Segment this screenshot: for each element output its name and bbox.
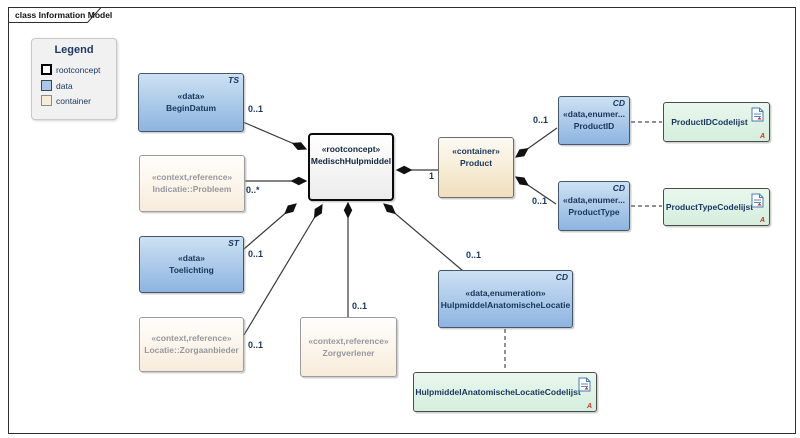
class-productid[interactable]: CD «data,enumer... ProductID (558, 96, 630, 145)
stereotype: «rootconcept» (321, 144, 381, 154)
type-badge: CD (555, 272, 568, 282)
codelist-name: HulpmiddelAnatomischeLocatieCodelijst (415, 387, 581, 397)
class-indicatie-probleem[interactable]: «context,reference» Indicatie::Probleem (139, 155, 245, 212)
stereotype: «data» (177, 91, 205, 101)
stereotype: «data» (178, 253, 205, 263)
class-name: MedischHulpmiddel (310, 156, 392, 166)
data-swatch-icon (41, 80, 52, 91)
multiplicity-label: 0..1 (532, 196, 548, 206)
multiplicity-label: 1 (429, 171, 435, 181)
multiplicity-label: 0..1 (466, 250, 482, 260)
legend-title: Legend (54, 44, 94, 56)
class-name: HulpmiddelAnatomischeLocatie (440, 299, 571, 310)
connector-producttype[interactable] (515, 176, 557, 205)
class-name: ProductType (568, 206, 620, 217)
class-producttype[interactable]: CD «data,enumer... ProductType (558, 181, 630, 231)
multiplicity-label: 0..1 (248, 104, 264, 114)
legend: Legend rootconcept data container (31, 38, 117, 120)
codelist-name: ProductTypeCodelijst (665, 202, 754, 212)
codelist-productid[interactable]: ProductIDCodelijst A (663, 102, 770, 142)
type-badge: CD (612, 183, 625, 193)
connector-begindatum[interactable] (242, 121, 308, 151)
stereotype: «data,enumeration» (465, 287, 546, 298)
connector-toelichting[interactable] (243, 203, 297, 250)
connector-hulpmiddelanatomischelocatie[interactable] (383, 203, 464, 272)
legend-item-data: data (41, 80, 73, 91)
type-badge: ST (228, 238, 239, 248)
class-name: BeginDatum (165, 103, 217, 113)
class-locatie-zorgaanbieder[interactable]: «context,reference» Locatie::Zorgaanbied… (139, 317, 244, 372)
stereotype: «context,reference» (151, 333, 232, 343)
document-icon (751, 193, 764, 208)
multiplicity-label: 0..1 (352, 301, 368, 311)
class-begindatum[interactable]: TS «data» BeginDatum (138, 73, 244, 132)
codelist-producttype[interactable]: ProductTypeCodelijst A (663, 188, 770, 226)
container-swatch-icon (41, 95, 52, 106)
artifact-marker: A (586, 403, 592, 410)
codelist-hulpmiddelanatomischelocatie[interactable]: HulpmiddelAnatomischeLocatieCodelijst A (413, 372, 597, 412)
legend-item-label: data (56, 80, 73, 91)
artifact-marker: A (759, 133, 765, 140)
stereotype: «context,reference» (151, 172, 233, 182)
artifact-marker: A (759, 217, 765, 224)
class-toelichting[interactable]: ST «data» Toelichting (139, 236, 244, 293)
document-icon (751, 107, 764, 122)
document-icon (578, 377, 591, 392)
class-name: ProductID (573, 121, 615, 131)
class-medischhulpmiddel[interactable]: «rootconcept» MedischHulpmiddel (308, 133, 394, 201)
codelist-name: ProductIDCodelijst (671, 117, 748, 127)
stereotype: «context,reference» (308, 335, 389, 346)
multiplicity-label: 0..1 (248, 340, 264, 350)
legend-item-rootconcept: rootconcept (41, 64, 100, 75)
multiplicity-label: 0..1 (533, 115, 549, 125)
legend-item-label: container (56, 95, 91, 106)
class-name: Indicatie::Probleem (152, 184, 232, 194)
multiplicity-label: 0..* (246, 185, 260, 195)
legend-item-label: rootconcept (56, 64, 101, 75)
type-badge: CD (612, 98, 625, 108)
class-product[interactable]: «container» Product (438, 137, 514, 198)
class-zorgverlener[interactable]: «context,reference» Zorgverlener (300, 317, 397, 377)
class-name: Product (459, 158, 493, 168)
connector-locatie[interactable] (243, 203, 323, 336)
diagram-title: class Information Model (15, 10, 113, 20)
class-hulpmiddelanatomischelocatie[interactable]: CD «data,enumeration» HulpmiddelAnatomis… (438, 270, 573, 328)
stereotype: «container» (452, 146, 500, 156)
class-name: Toelichting (169, 265, 214, 275)
rootconcept-swatch-icon (41, 64, 52, 75)
class-name: Zorgverlener (322, 347, 375, 358)
connector-productid[interactable] (515, 127, 558, 158)
stereotype: «data,enumer... (563, 194, 625, 205)
class-name: Locatie::Zorgaanbieder (144, 345, 239, 355)
multiplicity-label: 0..1 (248, 249, 264, 259)
type-badge: TS (228, 75, 239, 85)
stereotype: «data,enumer... (563, 109, 625, 119)
legend-item-container: container (41, 95, 91, 106)
frame-tab (8, 7, 103, 23)
